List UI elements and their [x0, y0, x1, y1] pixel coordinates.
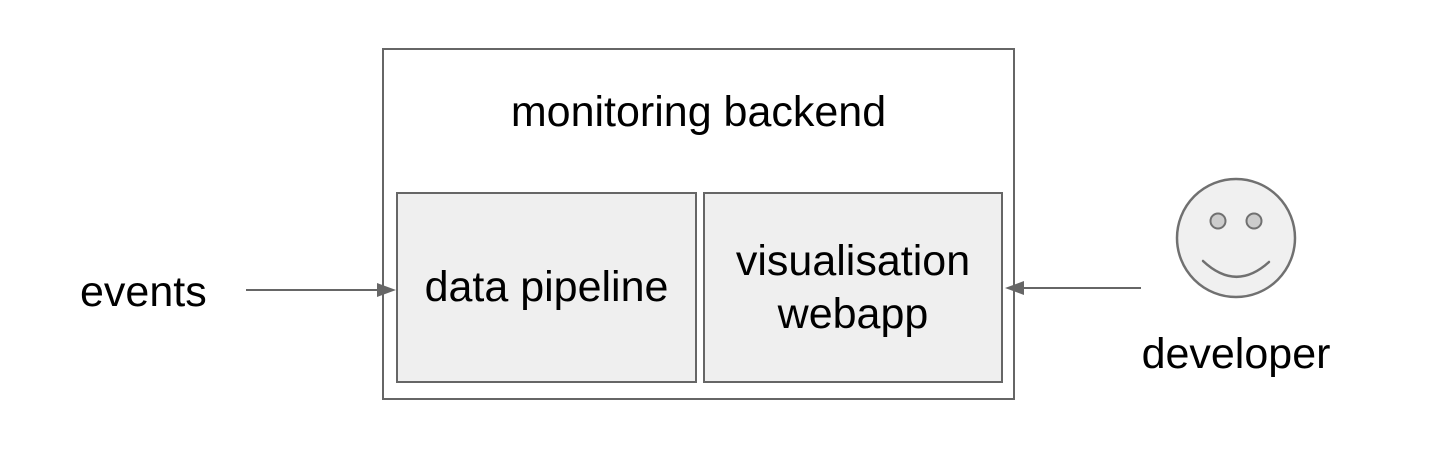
smiley-eye-left — [1209, 212, 1227, 230]
data-pipeline-box: data pipeline — [396, 192, 697, 383]
events-label: events — [80, 268, 207, 316]
smiley-mouth — [1201, 259, 1271, 278]
data-pipeline-label: data pipeline — [424, 263, 669, 311]
smiley-eye-right — [1245, 212, 1263, 230]
events-arrow — [246, 283, 396, 297]
developer-arrow — [1005, 281, 1141, 295]
developer-label: developer — [1141, 330, 1331, 378]
monitoring-backend-label: monitoring backend — [510, 88, 887, 136]
smiley-head — [1175, 177, 1297, 299]
visualisation-webapp-box: visualisation webapp — [703, 192, 1003, 383]
visualisation-webapp-label: visualisation webapp — [735, 236, 971, 338]
smiley-face-icon — [1175, 177, 1297, 299]
